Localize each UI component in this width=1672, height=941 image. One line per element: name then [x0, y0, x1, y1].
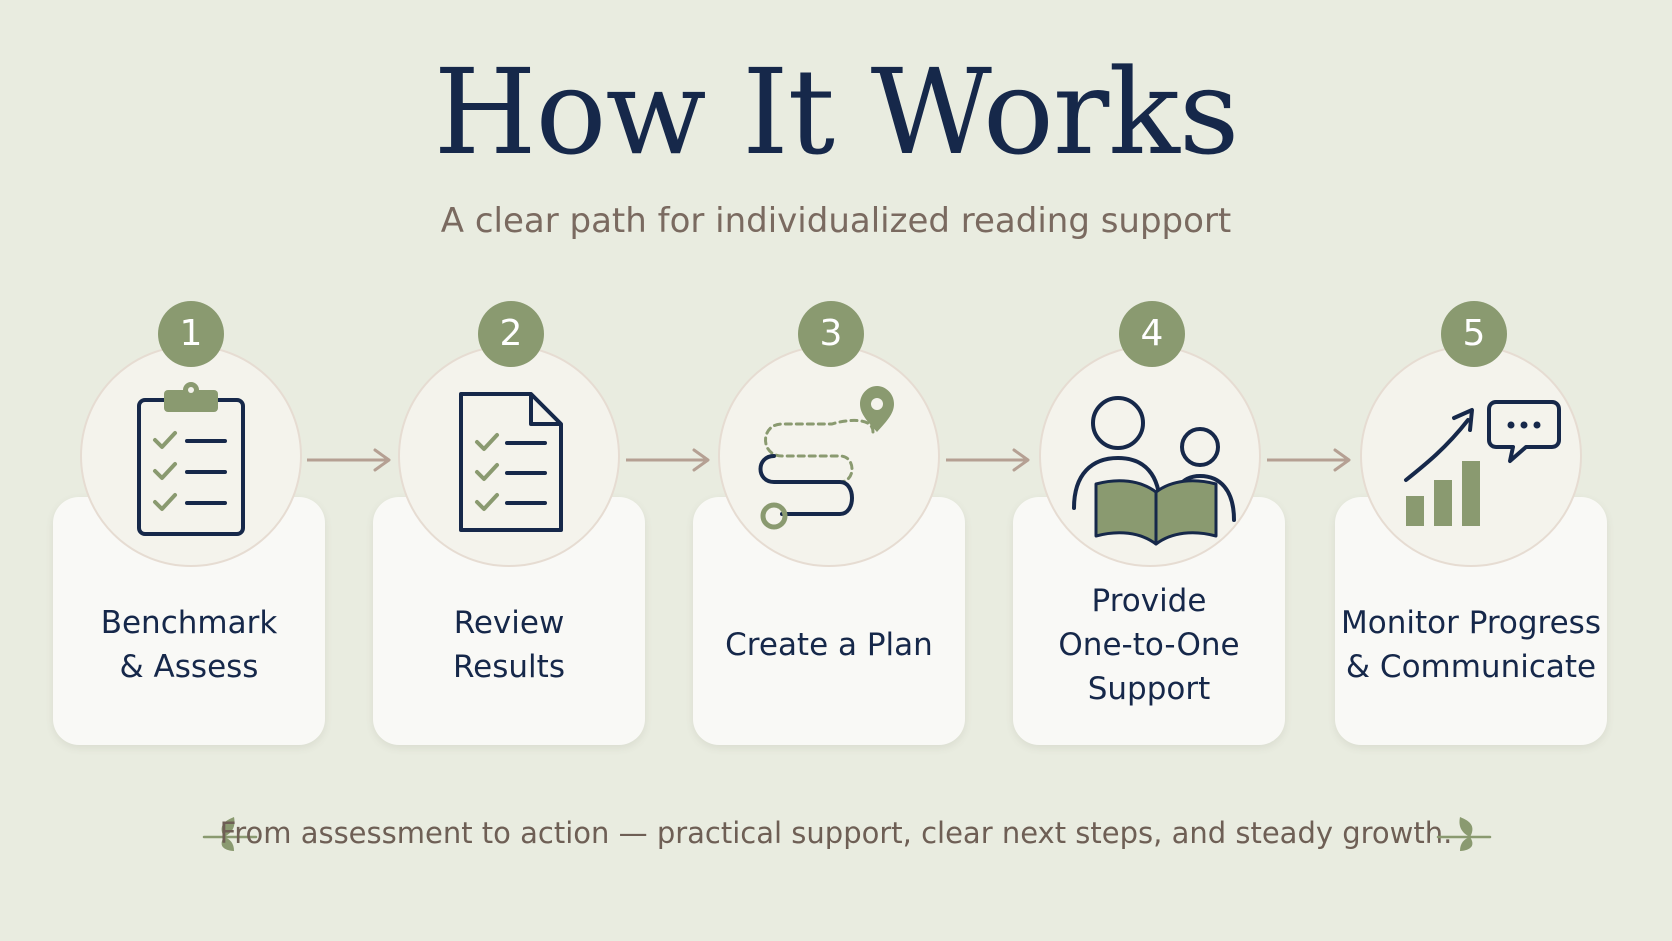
step-5-number-badge: 5	[1441, 301, 1507, 367]
arrow-1-to-2-icon	[307, 448, 391, 472]
step-3-label: Create a Plan	[725, 627, 933, 663]
clipboard-checklist-icon	[137, 382, 245, 536]
growth-chart-chat-icon	[1404, 400, 1561, 526]
step-1-label: Benchmark& Assess	[100, 605, 278, 685]
footer-tagline: From assessment to action — practical su…	[219, 816, 1453, 850]
step-2-number-badge: 2	[478, 301, 544, 367]
arrow-4-to-5-icon	[1267, 448, 1351, 472]
step-5-icon-circle	[1360, 345, 1582, 567]
page-title: How It Works	[433, 43, 1240, 181]
step-4-number-badge: 4	[1119, 301, 1185, 367]
arrow-3-to-4-icon	[946, 448, 1030, 472]
step-5-label: Monitor Progress& Communicate	[1341, 605, 1601, 685]
page-subtitle: A clear path for individualized reading …	[440, 201, 1232, 241]
arrow-2-to-3-icon	[626, 448, 710, 472]
people-reading-book-icon	[1072, 396, 1236, 546]
step-3-number-badge: 3	[798, 301, 864, 367]
document-checklist-icon	[459, 392, 563, 532]
route-map-pin-icon	[758, 386, 894, 530]
leaf-sprig-left-icon	[202, 817, 258, 851]
leaf-sprig-right-icon	[1436, 817, 1492, 851]
step-1-number-badge: 1	[158, 301, 224, 367]
step-3-icon-circle	[718, 345, 940, 567]
